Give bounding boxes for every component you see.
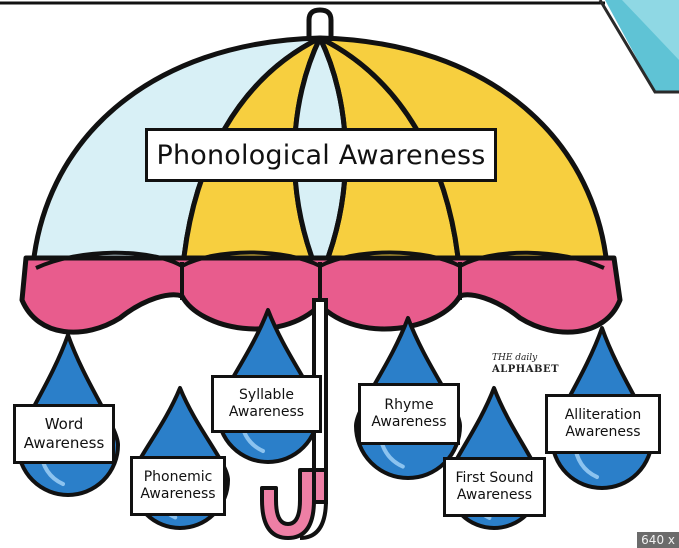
brand-logo: THE daily ALPHABET <box>492 353 546 393</box>
label-rhyme-awareness: Rhyme Awareness <box>358 383 460 445</box>
label-phonemic-awareness: Phonemic Awareness <box>130 456 226 516</box>
label-line: Awareness <box>361 414 457 432</box>
label-line: Awareness <box>446 487 543 505</box>
label-line: Awareness <box>548 424 658 442</box>
label-line: Awareness <box>133 486 223 504</box>
label-line: Awareness <box>214 404 319 422</box>
label-line: Syllable <box>214 387 319 405</box>
label-line: Awareness <box>16 434 112 453</box>
corner-decoration <box>600 0 679 92</box>
diagram-title: Phonological Awareness <box>145 128 497 182</box>
brand-logo-line1: THE daily <box>492 353 546 364</box>
diagram-title-text: Phonological Awareness <box>156 140 485 171</box>
label-line: Alliteration <box>548 407 658 425</box>
brand-logo-line2: ALPHABET <box>492 364 546 376</box>
label-line: Rhyme <box>361 397 457 415</box>
image-size-badge: 640 x <box>637 532 679 548</box>
label-line: Word <box>16 415 112 434</box>
label-line: Phonemic <box>133 469 223 487</box>
label-line: First Sound <box>446 470 543 488</box>
label-alliteration-awareness: Alliteration Awareness <box>545 394 661 454</box>
label-word-awareness: Word Awareness <box>13 404 115 464</box>
label-first-sound-awareness: First Sound Awareness <box>443 457 546 517</box>
label-syllable-awareness: Syllable Awareness <box>211 375 322 433</box>
